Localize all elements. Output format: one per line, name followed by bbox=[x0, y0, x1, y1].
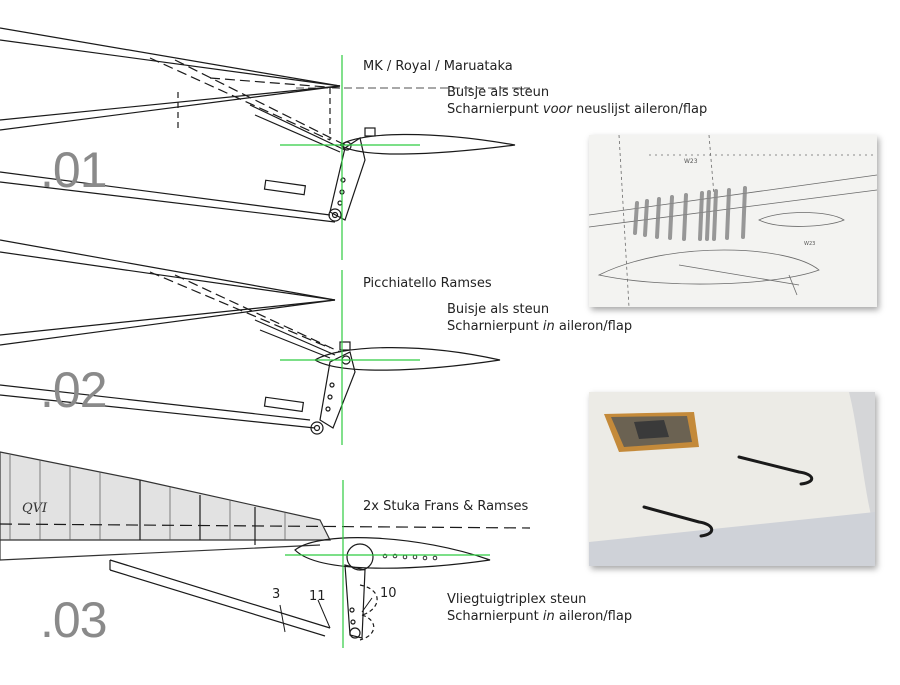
wing-detail-02 bbox=[0, 239, 501, 435]
section-03-title: 2x Stuka Frans & Ramses bbox=[363, 499, 529, 514]
section-01-line2-em: voor bbox=[542, 102, 572, 117]
hinge-set bbox=[642, 455, 814, 538]
section-number-02: .02 bbox=[40, 362, 108, 418]
section-number-03: .03 bbox=[40, 592, 108, 648]
part-number-10: 10 bbox=[380, 586, 397, 601]
section-01-line2: Scharnierpunt voor neuslijst aileron/fla… bbox=[447, 101, 707, 118]
alignment-guides bbox=[280, 55, 490, 648]
part-number-3: 3 bbox=[272, 587, 280, 602]
drawing-label-qvi: QVI bbox=[22, 501, 48, 516]
photo-plan-with-tubes: W23 W23 bbox=[589, 135, 877, 307]
part-number-11: 11 bbox=[309, 589, 326, 604]
section-03-line2-pre: Scharnierpunt bbox=[447, 609, 543, 624]
section-03-line1: Vliegtuigtriplex steun bbox=[447, 592, 587, 607]
section-02-line2-pre: Scharnierpunt bbox=[447, 319, 543, 334]
photo-plan-drawing: W23 W23 bbox=[589, 135, 877, 307]
section-01-title: MK / Royal / Maruataka bbox=[363, 59, 513, 74]
photo-label-w23: W23 bbox=[684, 158, 698, 165]
section-02-line2: Scharnierpunt in aileron/flap bbox=[447, 318, 632, 335]
wing-detail-01 bbox=[0, 27, 530, 223]
wing-detail-03 bbox=[0, 451, 531, 641]
section-02-title: Picchiatello Ramses bbox=[363, 276, 492, 291]
section-02-line2-post: aileron/flap bbox=[554, 319, 633, 334]
photo-wing-illustration bbox=[589, 392, 875, 566]
section-02-line2-em: in bbox=[542, 319, 555, 334]
section-01-line1: Buisje als steun bbox=[447, 85, 550, 100]
section-01-line2-pre: Scharnierpunt bbox=[447, 102, 543, 117]
tube-set bbox=[633, 186, 747, 241]
section-02-line1: Buisje als steun bbox=[447, 302, 550, 317]
section-03-line2: Scharnierpunt in aileron/flap bbox=[447, 608, 632, 625]
photo-wing-hinges bbox=[589, 392, 875, 566]
photo-label-w23b: W23 bbox=[804, 241, 815, 247]
section-03-line2-em: in bbox=[542, 609, 555, 624]
section-01-line2-post: neuslijst aileron/flap bbox=[571, 102, 708, 117]
section-03-line2-post: aileron/flap bbox=[554, 609, 633, 624]
section-number-01: .01 bbox=[40, 142, 108, 198]
